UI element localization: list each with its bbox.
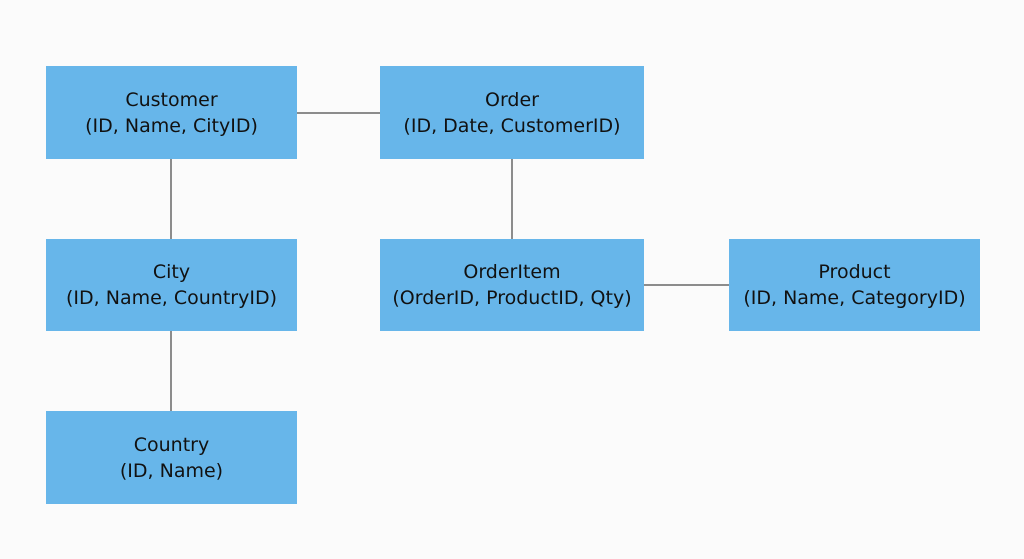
entity-orderitem[interactable]: OrderItem (OrderID, ProductID, Qty) [380,239,644,331]
entity-fields: (ID, Name, CountryID) [66,287,277,309]
entity-country[interactable]: Country (ID, Name) [46,411,297,504]
connector-city-country [170,331,172,411]
entity-name: Country [133,433,210,456]
entity-order[interactable]: Order (ID, Date, CustomerID) [380,66,644,159]
entity-name: City [152,261,191,283]
entity-city[interactable]: City (ID, Name, CountryID) [46,239,297,331]
entity-name: Order [485,88,539,111]
entity-name: OrderItem [463,261,561,283]
entity-fields: (OrderID, ProductID, Qty) [392,287,632,309]
connector-order-orderitem [511,159,513,239]
entity-name: Product [818,261,891,283]
entity-fields: (ID, Date, CustomerID) [403,114,621,137]
connector-orderitem-product [644,284,729,286]
entity-fields: (ID, Name, CityID) [85,114,258,137]
entity-product[interactable]: Product (ID, Name, CategoryID) [729,239,980,331]
connector-customer-city [170,159,172,239]
entity-customer[interactable]: Customer (ID, Name, CityID) [46,66,297,159]
entity-name: Customer [125,88,218,111]
entity-fields: (ID, Name, CategoryID) [743,287,966,309]
entity-fields: (ID, Name) [119,459,224,482]
connector-customer-order [297,112,380,114]
